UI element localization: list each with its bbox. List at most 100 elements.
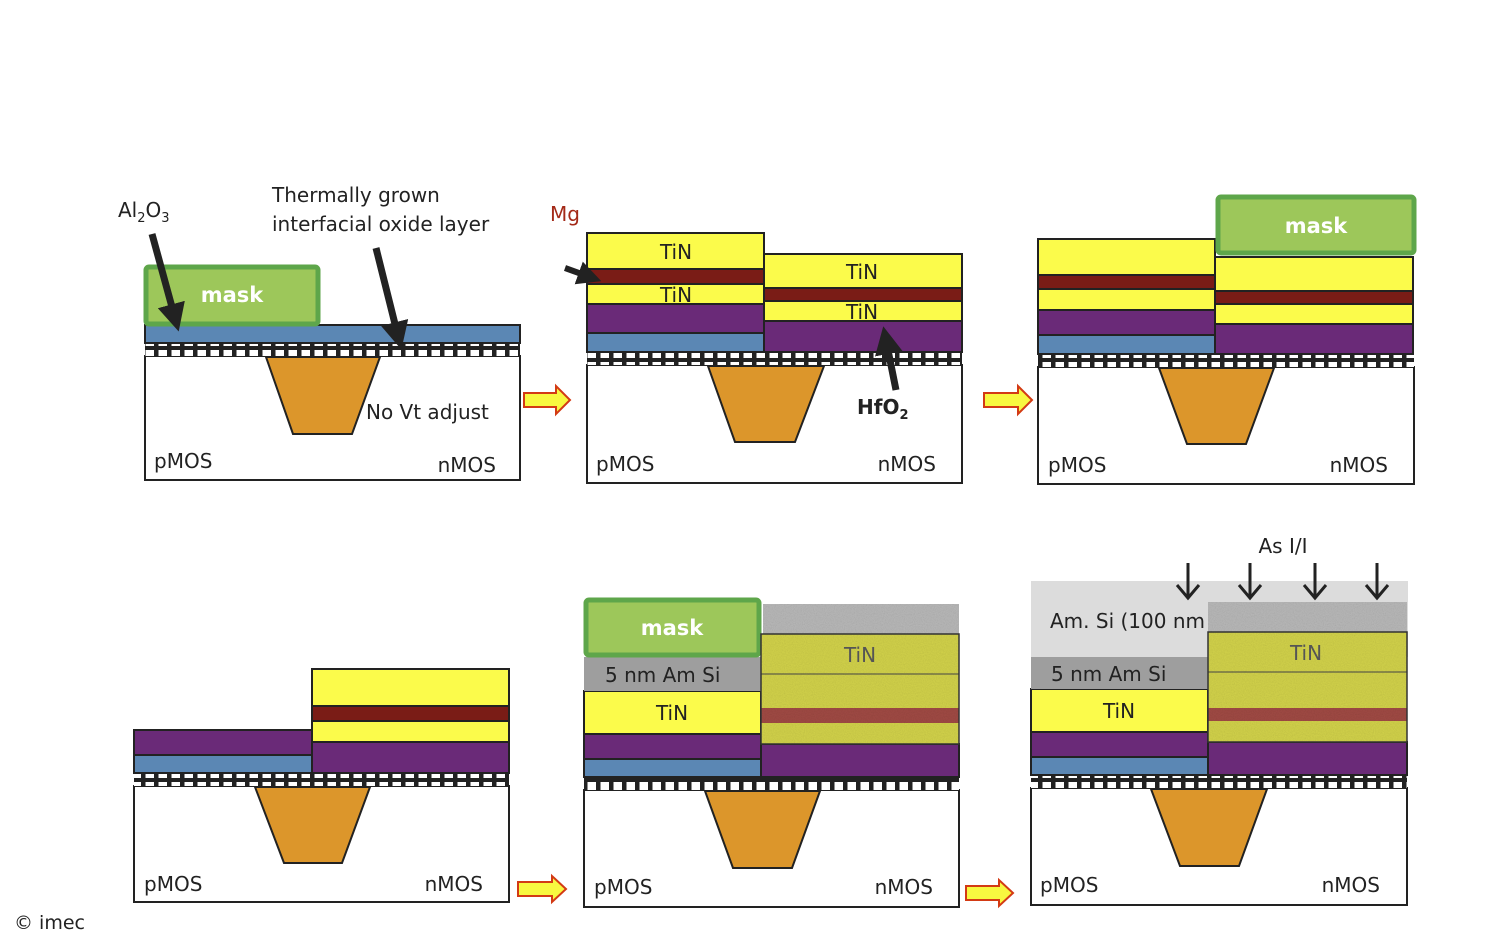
mask-block [1215,194,1417,256]
hfo2-layer-n [760,743,960,778]
sti-trench [703,790,822,869]
step-arrow-3 [517,873,568,905]
sti-trench [1149,788,1269,867]
nmos-label: nMOS [875,875,933,899]
mg-layer-n [1208,708,1407,721]
sti-trench [253,786,372,864]
hfo2-layer-n [1214,323,1414,355]
interfacial-oxide [1031,775,1407,788]
al2o3-layer [1037,334,1216,355]
textured-nmos-stack [1208,602,1407,742]
tin-n-label: TiN [1289,641,1322,665]
sti-trench [264,356,382,435]
nmos-label: nMOS [1330,453,1388,477]
al2o3-layer [1030,756,1209,776]
nmos-label: nMOS [1322,873,1380,897]
oxide-annotation-line1: Thermally grown [271,183,440,207]
implant-label: As I/I [1259,534,1308,558]
amsi-thin-layer [1031,657,1208,689]
down-arrow-icon [1237,563,1263,601]
pmos-label: pMOS [596,452,654,476]
hfo2-layer-n [763,320,963,353]
nmos-label: nMOS [878,452,936,476]
mask-label: mask [1285,214,1349,238]
interfacial-oxide [587,352,962,365]
tin-top-p [586,232,765,270]
pmos-label: pMOS [144,872,202,896]
al2o3-layer [144,324,521,344]
amsi-thin-layer [584,657,761,691]
nmos-label: nMOS [425,872,483,896]
panel-step4: pMOS nMOS [133,668,510,903]
tin-top-n [1208,632,1407,672]
panel-step1: mask pMOS nMOS No Vt adjust Al2O3 Therma… [118,183,521,481]
tin-bottom-p-label: TiN [659,283,692,307]
panel-step2: TiN TiN TiN TiN pMOS nMOS Mg HfO2 [550,202,963,484]
tin-p-label: TiN [1102,699,1135,723]
interfacial-oxide [1038,354,1414,367]
amsi-thin-label: 5 nm Am Si [605,663,720,687]
interfacial-oxide [134,773,509,786]
tin-top-n-label: TiN [845,260,878,284]
oxide-annotation-line2: interfacial oxide layer [272,212,490,236]
hfo2-layer-n [1207,741,1408,776]
sti-trench [706,365,826,443]
tin-bottom-n [1214,303,1414,325]
tin-bottom-n-label: TiN [845,300,878,324]
mg-layer-n [761,708,959,723]
copyright-notice: © imec [14,912,85,934]
tin-top-n [763,253,963,289]
amsi-textured-n [763,604,959,634]
pmos-label: pMOS [594,875,652,899]
tin-bottom-n [1208,721,1407,742]
mg-annotation: Mg [550,202,580,226]
mg-layer-n [1214,290,1414,305]
tin-p-label: TiN [655,701,688,725]
panel-step3: mask pMOS nMOS [1037,194,1417,485]
down-arrow-icon [1302,563,1328,601]
tin-top-n [1214,256,1414,292]
tin-mid-n [1208,672,1407,708]
hfo2-layer-p [133,729,313,756]
tin-n-label: TiN [843,643,876,667]
implant-arrows [1175,563,1390,601]
tin-top-n [761,634,959,674]
step-arrow-1 [523,383,572,417]
textured-nmos-stack [761,604,959,744]
pmos-label: pMOS [1040,873,1098,897]
panel-step5: TiN 5 nm Am Si mask TiN pMOS nMOS [583,597,960,908]
panel-step6: TiN 5 nm Am Si Am. Si (100 nm TiN As I/I… [1030,534,1408,906]
mg-pointer-arrow [563,261,602,285]
tin-layer-p [583,690,762,735]
tin-bottom-p [1037,288,1216,311]
hfo2-layer-p [1037,309,1216,336]
tin-layer-p [1030,688,1209,733]
tin-top-p [1037,238,1216,276]
sti-trench [1157,367,1276,445]
mask-block [583,597,762,658]
pmos-label: pMOS [154,449,212,473]
interfacial-oxide [584,777,959,790]
nmos-stack-outline [1207,631,1408,743]
tin-bottom-n [311,720,510,743]
mask-block [143,264,321,327]
amsi-thin-label: 5 nm Am Si [1051,662,1166,686]
nmos-stack-outline [760,633,960,745]
hfo2-annotation: HfO2 [857,395,909,423]
mask-label: mask [201,283,265,307]
down-arrow-icon [1364,563,1390,601]
al2o3-layer [133,754,313,774]
pmos-label: pMOS [1048,453,1106,477]
hfo2-pointer-arrow [875,326,903,391]
down-arrow-icon [1175,563,1201,601]
hfo2-layer-p [583,733,762,760]
hfo2-layer-p [586,303,765,334]
interfacial-oxide [145,343,520,356]
mg-layer-n [311,705,510,722]
no-vt-adjust-label: No Vt adjust [366,400,489,424]
tin-top-p-label: TiN [659,240,692,264]
hfo2-layer-p [1030,731,1209,758]
amsi-textured-n [1208,602,1407,632]
oxide-pointer-arrow [372,247,409,350]
